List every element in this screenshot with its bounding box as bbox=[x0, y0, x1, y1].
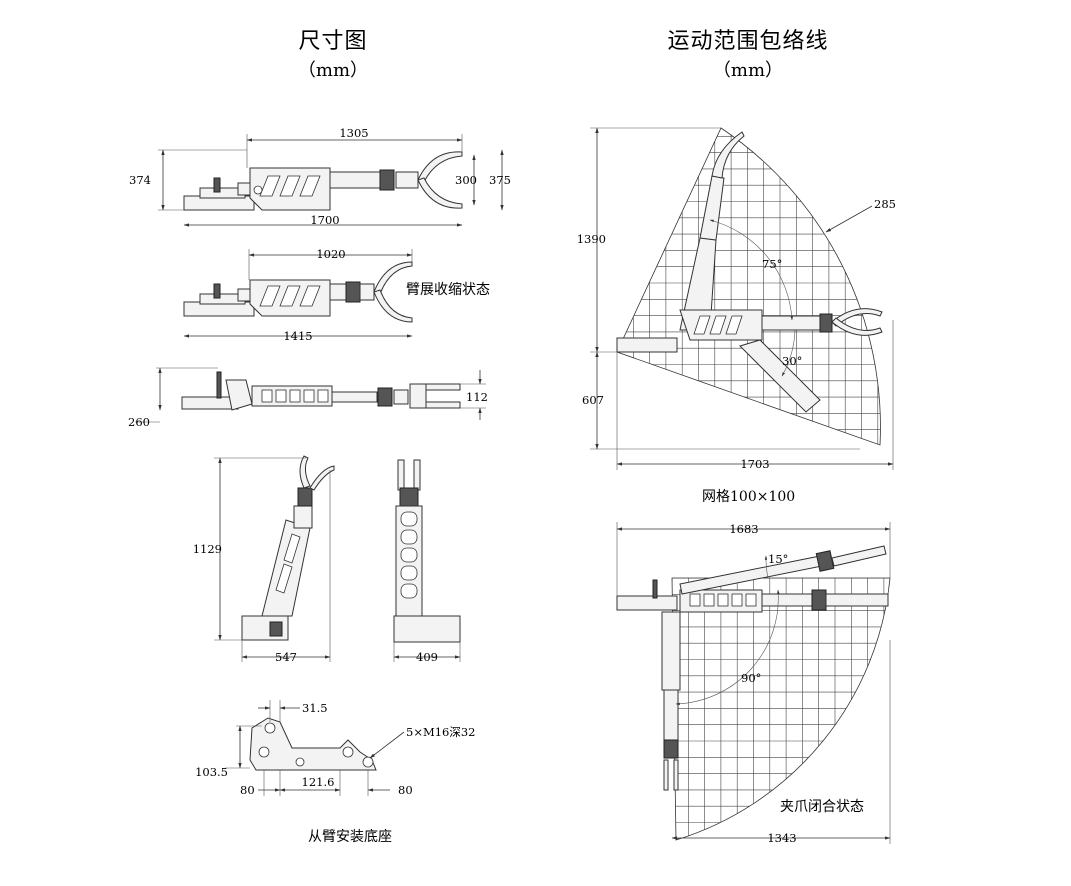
dim-121-6: 121.6 bbox=[302, 775, 335, 789]
dim-31-5: 31.5 bbox=[302, 701, 328, 715]
arm-raised-view: 1129 547 bbox=[193, 455, 335, 664]
caption-closed: 夹爪闭合状态 bbox=[780, 799, 864, 815]
left-title: 尺寸图 bbox=[298, 29, 367, 54]
angle-90: 90° bbox=[741, 671, 761, 685]
caption-base: 从臂安装底座 bbox=[308, 829, 392, 845]
dim-607: 607 bbox=[582, 393, 604, 407]
arm-raised-side-view: 409 bbox=[393, 459, 461, 664]
angle-30: 30° bbox=[782, 354, 802, 368]
closed-gripper-envelope: 15° 90° 1683 1343 夹爪闭合状态 bbox=[616, 522, 891, 845]
dim-374: 374 bbox=[129, 173, 151, 187]
dim-1305: 1305 bbox=[339, 126, 368, 140]
left-unit: （mm） bbox=[298, 60, 368, 81]
dim-1703: 1703 bbox=[740, 457, 769, 471]
dim-1129: 1129 bbox=[193, 542, 222, 556]
right-title: 运动范围包络线 bbox=[667, 29, 828, 54]
mounting-base-view: 103.5 31.5 121.6 80 80 5×M16深32 从臂安装底座 bbox=[195, 700, 476, 845]
dim-80-right: 80 bbox=[398, 783, 413, 797]
dim-1683: 1683 bbox=[729, 522, 758, 536]
arm-side-view: 260 112 bbox=[128, 367, 488, 429]
dim-112: 112 bbox=[466, 390, 488, 404]
arm-extended-view: 1305 374 300 375 1700 bbox=[129, 126, 511, 227]
angle-15: 15° bbox=[768, 552, 788, 566]
hole-spec: 5×M16深32 bbox=[406, 725, 476, 739]
dim-409: 409 bbox=[416, 650, 438, 664]
motion-envelope-grid: 75° 30° 1390 607 1703 285 网格100×100 bbox=[577, 127, 896, 505]
dim-260: 260 bbox=[128, 415, 150, 429]
dim-103-5: 103.5 bbox=[195, 765, 228, 779]
dim-1415: 1415 bbox=[283, 329, 312, 343]
dim-375: 375 bbox=[489, 173, 511, 187]
dim-285: 285 bbox=[874, 197, 896, 211]
dim-1343: 1343 bbox=[767, 831, 796, 845]
dim-1020: 1020 bbox=[316, 247, 345, 261]
right-unit: （mm） bbox=[713, 60, 783, 81]
arm-retracted-view: 1020 1415 臂展收缩状态 bbox=[183, 247, 490, 343]
caption-retract: 臂展收缩状态 bbox=[406, 282, 490, 298]
dim-80-left: 80 bbox=[240, 783, 255, 797]
dim-547: 547 bbox=[275, 650, 297, 664]
caption-grid: 网格100×100 bbox=[702, 489, 795, 505]
dim-1700: 1700 bbox=[310, 213, 339, 227]
dim-300: 300 bbox=[455, 173, 477, 187]
angle-75: 75° bbox=[762, 257, 782, 271]
dim-1390: 1390 bbox=[577, 232, 606, 246]
